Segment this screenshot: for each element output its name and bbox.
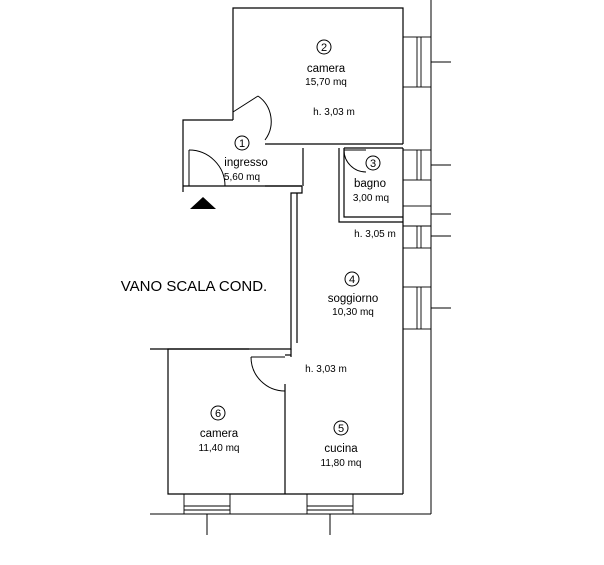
room-area-camera-2: 15,70 mq [305,77,347,88]
room-number-6: 6 [215,408,221,420]
walls [150,7,404,495]
room-name-cucina: cucina [324,443,358,455]
room-name-soggiorno: soggiorno [328,293,379,305]
room-name-ingresso: ingresso [224,157,267,169]
room-name-camera-2: camera [307,63,346,75]
height-bagno: h. 3,05 m [354,229,396,240]
room-marker-6: 6 [210,405,226,421]
height-camera-2: h. 3,03 m [313,107,355,118]
room-number-4: 4 [349,274,355,286]
room-area-ingresso: 5,60 mq [224,172,260,183]
room-number-5: 5 [338,423,344,435]
room-area-bagno: 3,00 mq [353,193,389,204]
room-number-3: 3 [370,158,376,170]
room-number-1: 1 [239,138,245,150]
room-marker-3: 3 [365,155,381,171]
room-name-camera-6: camera [200,428,239,440]
room-labels: ingresso 5,60 mq camera 15,70 mq h. 3,03… [199,63,396,469]
doors [188,95,367,392]
room-marker-2: 2 [316,39,332,55]
room-marker-1: 1 [234,135,250,151]
stair-label: VANO SCALA COND. [121,278,267,295]
room-area-soggiorno: 10,30 mq [332,307,374,318]
room-name-bagno: bagno [354,178,386,190]
room-number-markers: 1 2 3 4 5 6 [210,39,381,436]
room-marker-5: 5 [333,420,349,436]
room-marker-4: 4 [344,271,360,287]
entrance-arrow-icon [190,197,216,209]
windows [183,36,451,535]
room-number-2: 2 [321,42,327,54]
room-area-camera-6: 11,40 mq [199,443,240,454]
height-living: h. 3,03 m [305,364,347,375]
room-area-cucina: 11,80 mq [321,458,362,469]
